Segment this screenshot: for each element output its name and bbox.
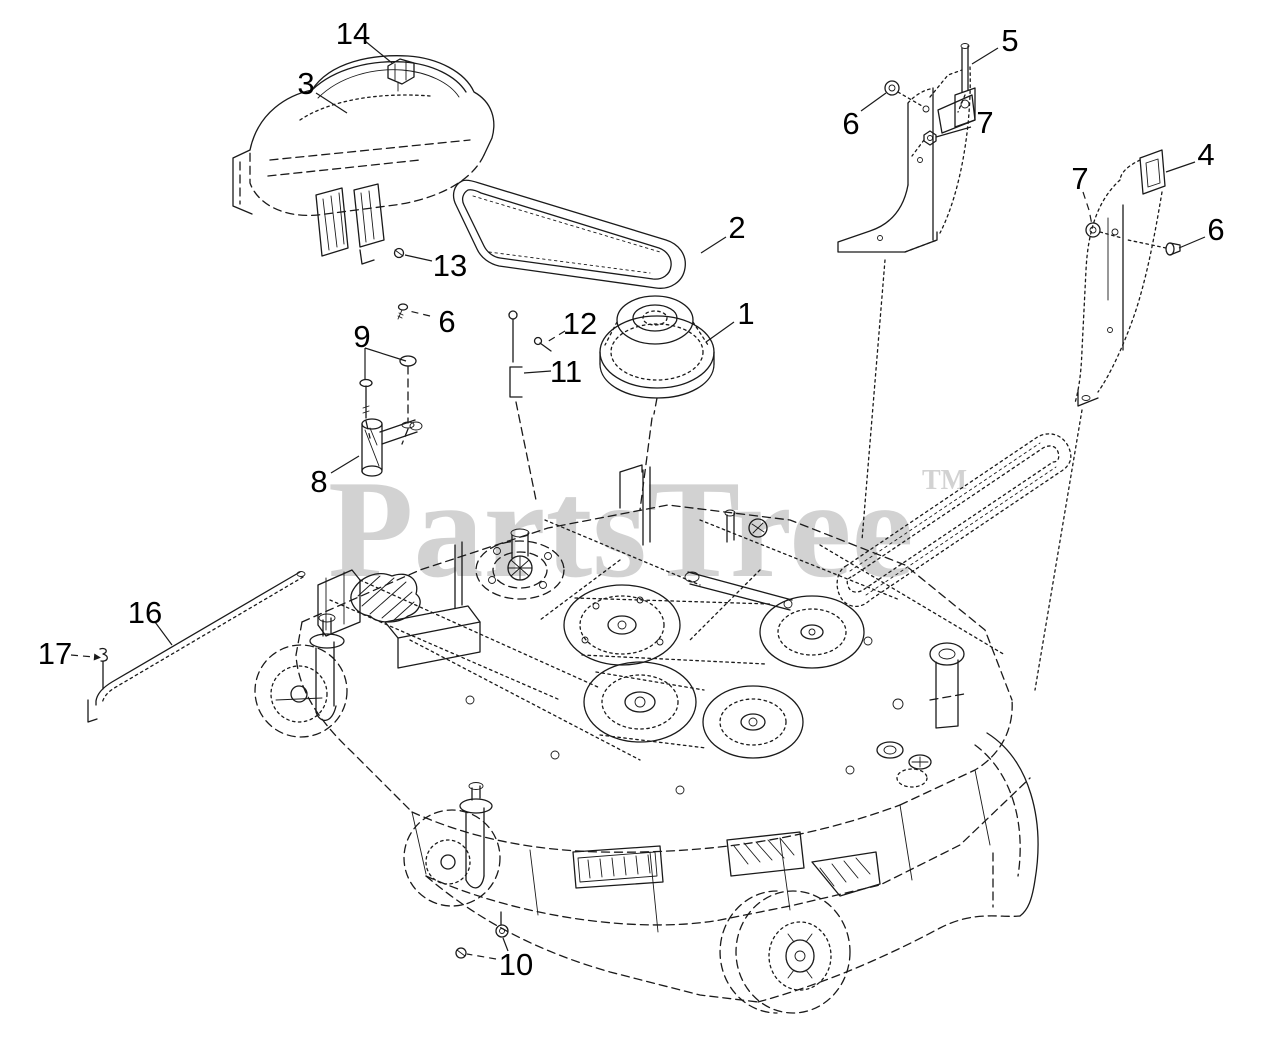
callout-5: 5 (1001, 23, 1018, 58)
washer-7-right (1085, 222, 1123, 239)
rear-wheel-right (719, 890, 851, 1014)
screw-13 (393, 247, 405, 259)
spindle-pulley-lower-left (583, 661, 697, 743)
callout-7-top: 7 (976, 105, 993, 140)
bolt-6-right (1127, 239, 1181, 256)
callout-leader-10 (502, 937, 509, 952)
callout-leader-6-right (1178, 236, 1206, 249)
callout-leader-14 (364, 40, 393, 64)
callout-leader-2 (700, 236, 727, 254)
callout-10: 10 (499, 947, 533, 982)
callout-leader-11 (523, 370, 552, 374)
callout-leader-16 (154, 621, 173, 646)
callout-leader-7-right (1082, 191, 1093, 226)
deck-decals (572, 831, 881, 897)
callout-leader-13 (404, 254, 433, 262)
spindle-pulley-lower-center (702, 685, 804, 759)
callout-17: 17 (38, 636, 72, 671)
callout-leader-4 (1165, 161, 1196, 173)
callout-leader-17 (70, 654, 95, 658)
callout-leader-6-mid (408, 310, 431, 317)
callout-leader-12 (546, 330, 566, 343)
callout-8: 8 (310, 464, 327, 499)
nut-7-top (911, 130, 937, 157)
callout-leader-5 (971, 47, 999, 65)
callout-1: 1 (737, 296, 754, 331)
deck-bolt-10 (455, 911, 509, 959)
rod-clip-17 (99, 647, 108, 690)
watermark: PartsTree TM (328, 452, 967, 607)
hinge-pin-11 (508, 310, 537, 501)
hanger-bracket-rear (1034, 149, 1166, 691)
spindle-pulley-left (563, 584, 681, 666)
callout-leader-10-b (466, 953, 497, 960)
callout-leader-1 (705, 321, 735, 343)
callout-4: 4 (1197, 137, 1214, 172)
clutch-pulley (599, 295, 715, 511)
spindle-pulley-right (759, 595, 865, 669)
callout-14: 14 (336, 16, 370, 51)
callout-16: 16 (128, 595, 162, 630)
callout-13: 13 (433, 248, 467, 283)
callout-6-right: 6 (1207, 212, 1224, 247)
callout-9: 9 (353, 319, 370, 354)
callout-leader-9-b (364, 347, 407, 362)
rear-drive-belt (836, 433, 1072, 607)
callout-6-top: 6 (842, 106, 859, 141)
callout-layer: 14 3 5 6 7 4 7 6 2 13 6 1 12 9 11 8 16 17 10 (38, 16, 1225, 982)
callout-6-mid: 6 (438, 304, 455, 339)
callout-arrow-17 (93, 653, 101, 661)
cotter-pin-12 (533, 336, 552, 352)
screw-6-mid (397, 303, 409, 320)
callout-leader-7-top (935, 126, 972, 138)
spindle-assembly (475, 528, 565, 600)
callout-leader-6-top (860, 92, 887, 112)
caster-wheel-left (254, 613, 348, 738)
idler-arm-8 (361, 418, 423, 477)
anti-scalp-bracket (929, 642, 965, 729)
carriage-bolts-9 (359, 355, 417, 445)
callout-3: 3 (297, 66, 314, 101)
belt-cover-clip (387, 58, 415, 92)
watermark-tm: TM (922, 465, 967, 496)
deck-lift-rod-16 (87, 571, 306, 723)
callout-12: 12 (563, 306, 597, 341)
callout-11: 11 (550, 354, 582, 389)
hanger-bracket-front (837, 43, 976, 541)
callout-2: 2 (728, 210, 745, 245)
mower-deck-assembly (254, 464, 1039, 1014)
caster-wheel-center (403, 782, 501, 907)
screw-6-top (884, 80, 930, 113)
callout-leader-8 (330, 455, 360, 474)
callout-7-right: 7 (1071, 161, 1088, 196)
v-belt (452, 179, 686, 289)
belt-cover (232, 55, 495, 265)
callout-leader-3 (315, 92, 348, 114)
